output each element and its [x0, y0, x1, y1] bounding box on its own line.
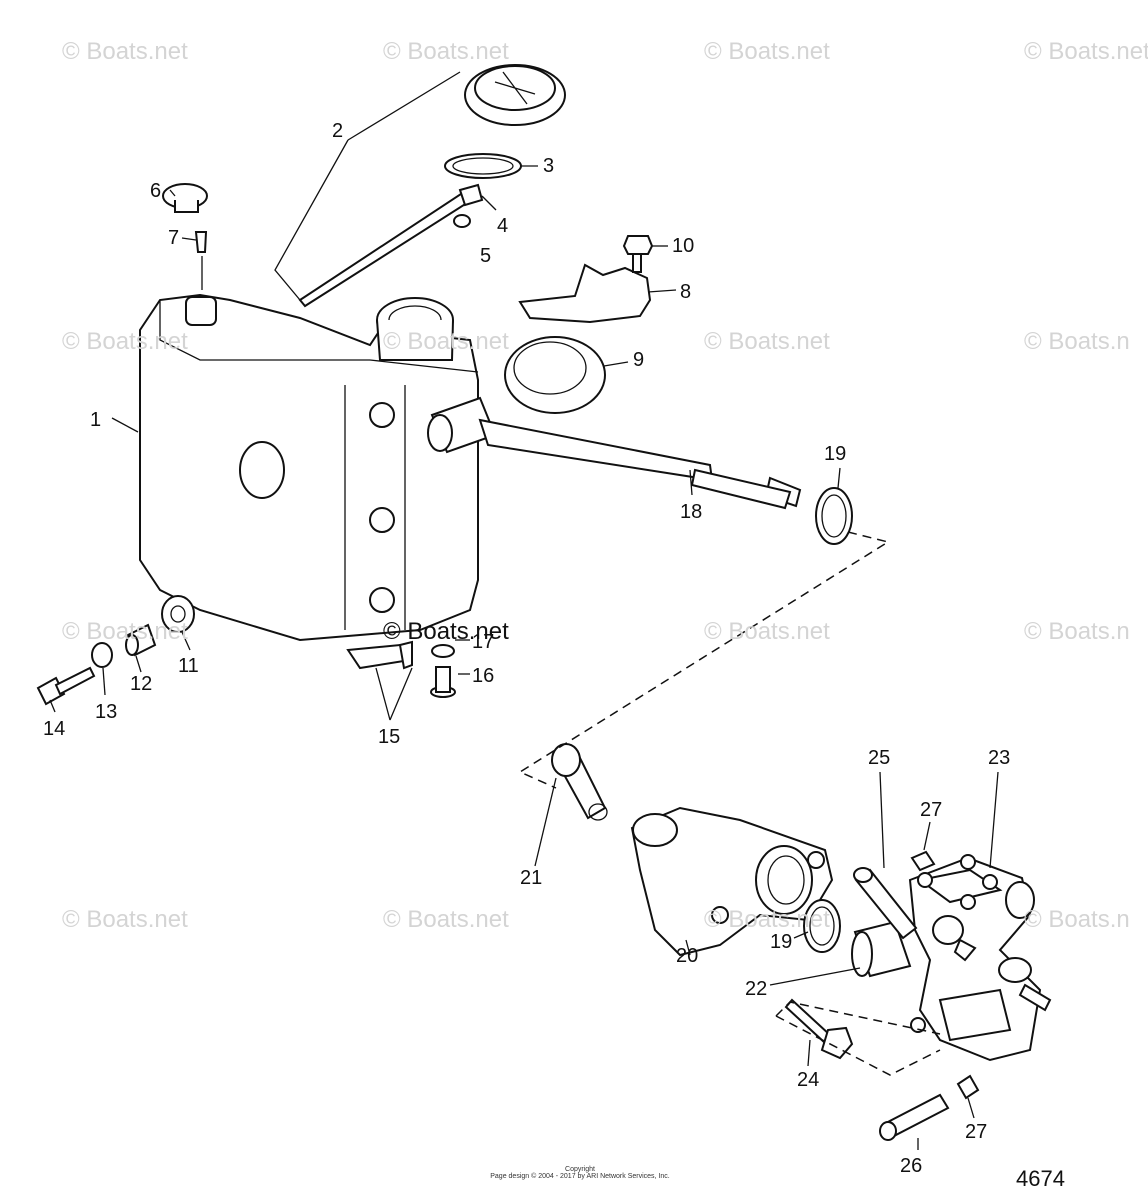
callout-18: 18 — [680, 501, 702, 523]
fitting-21 — [551, 743, 608, 821]
oil-tank — [139, 293, 479, 642]
bolt-24 — [784, 998, 854, 1060]
callout-labels: 1 2 3 4 5 6 7 8 9 10 11 12 13 14 15 16 1… — [43, 120, 1010, 1177]
callout-27-lower: 27 — [965, 1121, 987, 1143]
watermark: © Boats.n — [1024, 906, 1130, 933]
callout-7: 7 — [168, 227, 179, 249]
dipstick — [298, 64, 566, 308]
callout-20: 20 — [676, 945, 698, 967]
housing-20 — [630, 806, 834, 957]
callout-22: 22 — [745, 978, 767, 1000]
callout-23: 23 — [988, 747, 1010, 769]
sleeve-12 — [125, 623, 157, 657]
watermark: © Boats.net — [383, 38, 509, 65]
watermark: © Boats.net — [704, 38, 830, 65]
copyright-line-1: Copyright — [565, 1166, 595, 1173]
callout-13: 13 — [95, 701, 117, 723]
callout-19-lower: 19 — [770, 931, 792, 953]
watermark: © Boats.net — [1024, 38, 1148, 65]
watermark: © Boats.net — [383, 906, 509, 933]
plug-7 — [194, 231, 208, 253]
sleeve-22 — [851, 920, 912, 978]
watermark: © Boats.net — [62, 328, 188, 355]
callout-21: 21 — [520, 867, 542, 889]
callout-27-upper: 27 — [920, 799, 942, 821]
watermark: © Boats.net — [62, 618, 188, 645]
callout-15: 15 — [378, 726, 400, 748]
clamp-27-upper — [910, 850, 936, 872]
cap-6 — [162, 183, 208, 213]
callout-10: 10 — [672, 235, 694, 257]
watermark: © Boats.net — [704, 618, 830, 645]
watermark: © Boats.net — [704, 328, 830, 355]
washer-17 — [431, 644, 455, 658]
watermark: © Boats.net — [62, 906, 188, 933]
watermark: © Boats.net — [383, 328, 509, 355]
watermark: © Boats.net — [62, 38, 188, 65]
copyright-notice: Copyright Page design © 2004 - 2017 by A… — [480, 1166, 680, 1180]
bolt-10 — [622, 235, 654, 273]
callout-1: 1 — [90, 409, 101, 431]
hose-26 — [879, 1093, 950, 1141]
washer-5 — [453, 214, 471, 228]
figure-number: 4674 — [1016, 1166, 1065, 1191]
screw-16 — [430, 666, 456, 698]
shaft-18 — [427, 396, 802, 510]
seal-9 — [504, 336, 606, 414]
grommet-11 — [161, 595, 195, 633]
callout-19-upper: 19 — [824, 443, 846, 465]
watermark: © Boats.n — [1024, 618, 1130, 645]
callout-2: 2 — [332, 120, 343, 142]
callout-11: 11 — [178, 655, 199, 677]
callout-3: 3 — [543, 155, 554, 177]
callout-4: 4 — [497, 215, 508, 237]
dashed-connectors — [518, 531, 941, 1076]
hose-25 — [853, 867, 918, 940]
callout-12: 12 — [130, 673, 152, 695]
copyright-line-2: Page design © 2004 - 2017 by ARI Network… — [490, 1173, 670, 1180]
callout-25: 25 — [868, 747, 890, 769]
watermark: © Boats.n — [1024, 328, 1130, 355]
bracket-8 — [518, 263, 652, 324]
watermark: © Boats.net — [704, 906, 830, 933]
callout-6: 6 — [150, 180, 161, 202]
callout-17: 17 — [472, 631, 494, 653]
callout-5: 5 — [480, 245, 491, 267]
callout-14: 14 — [43, 718, 65, 740]
watermark-center: © Boats.net — [383, 618, 509, 645]
callout-24: 24 — [797, 1069, 819, 1091]
callout-8: 8 — [680, 281, 691, 303]
callout-9: 9 — [633, 349, 644, 371]
leader-lines — [49, 71, 999, 1150]
callout-26: 26 — [900, 1155, 922, 1177]
clamp-27-lower — [956, 1074, 980, 1100]
sensor-15 — [346, 640, 413, 670]
washer-13 — [91, 642, 113, 668]
oil-pump-23 — [908, 854, 1052, 1062]
callout-16: 16 — [472, 665, 494, 687]
bolt-14 — [36, 666, 96, 706]
